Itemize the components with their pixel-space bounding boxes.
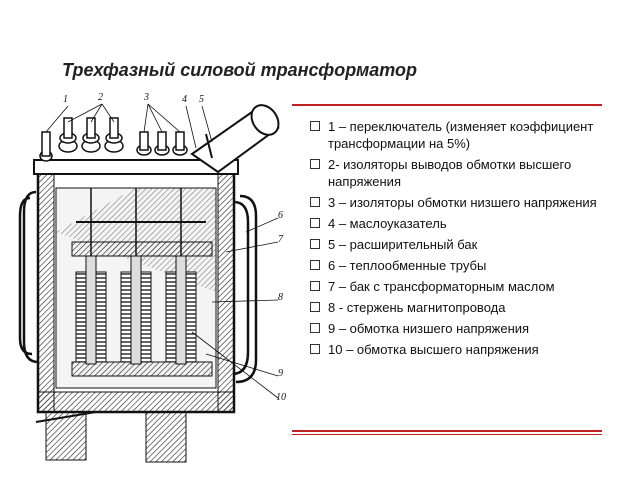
bullet-square-icon	[310, 218, 320, 228]
bullet-square-icon	[310, 197, 320, 207]
bullet-square-icon	[310, 260, 320, 270]
cooling-tubes	[18, 190, 258, 384]
callout-5: 5	[199, 94, 204, 105]
bullet-square-icon	[310, 323, 320, 333]
base-rails	[35, 391, 217, 463]
legend-list: 1 – переключатель (изменяет коэффициент …	[296, 118, 612, 362]
legend-item-text: 1 – переключатель (изменяет коэффициент …	[328, 119, 594, 151]
legend-item: 6 – теплообменные трубы	[296, 257, 612, 274]
bullet-square-icon	[310, 344, 320, 354]
callout-3: 3	[144, 92, 149, 103]
callout-4: 4	[182, 94, 187, 105]
core-and-windings	[71, 188, 213, 377]
legend-item-text: 10 – обмотка высшего напряжения	[328, 342, 539, 357]
bottom-divider-thin	[292, 434, 602, 435]
tank-lid	[33, 159, 239, 175]
legend-item-text: 2- изоляторы выводов обмотки высшего нап…	[328, 157, 572, 189]
callout-7: 7	[278, 234, 283, 245]
bullet-square-icon	[310, 281, 320, 291]
legend-item: 1 – переключатель (изменяет коэффициент …	[296, 118, 612, 152]
legend-item: 4 – маслоуказатель	[296, 215, 612, 232]
legend-item-text: 8 - стержень магнитопровода	[328, 300, 506, 315]
legend-item: 8 - стержень магнитопровода	[296, 299, 612, 316]
callout-10: 10	[276, 392, 286, 403]
bullet-square-icon	[310, 302, 320, 312]
bullet-square-icon	[310, 159, 320, 169]
callout-2: 2	[98, 92, 103, 103]
leader-lines	[45, 103, 279, 399]
legend-item: 9 – обмотка низшего напряжения	[296, 320, 612, 337]
bullet-square-icon	[310, 239, 320, 249]
legend-item-text: 7 – бак с трансформаторным маслом	[328, 279, 555, 294]
top-divider	[292, 104, 602, 106]
legend-item: 3 – изоляторы обмотки низшего напряжения	[296, 194, 612, 211]
transformer-drawing	[18, 103, 280, 463]
conservator-tank	[190, 104, 280, 174]
transformer-illustration: 1 2 3 4 5 6 7 8 9 10	[16, 92, 296, 480]
legend-item-text: 9 – обмотка низшего напряжения	[328, 321, 530, 336]
slide-title: Трехфазный силовой трансформатор	[62, 60, 418, 80]
legend-item: 10 – обмотка высшего напряжения	[296, 341, 612, 358]
callout-9: 9	[278, 368, 283, 379]
callout-8: 8	[278, 292, 283, 303]
bullet-square-icon	[310, 121, 320, 131]
legend-item: 7 – бак с трансформаторным маслом	[296, 278, 612, 295]
legend-item-text: 5 – расширительный бак	[328, 237, 478, 252]
callout-1: 1	[63, 94, 68, 105]
legend-item: 5 – расширительный бак	[296, 236, 612, 253]
bushings	[39, 117, 188, 162]
callout-6: 6	[278, 210, 283, 221]
bottom-divider	[292, 430, 602, 432]
legend-item-text: 4 – маслоуказатель	[328, 216, 447, 231]
legend-item-text: 3 – изоляторы обмотки низшего напряжения	[328, 195, 597, 210]
legend-item-text: 6 – теплообменные трубы	[328, 258, 487, 273]
legend-item: 2- изоляторы выводов обмотки высшего нап…	[296, 156, 612, 190]
